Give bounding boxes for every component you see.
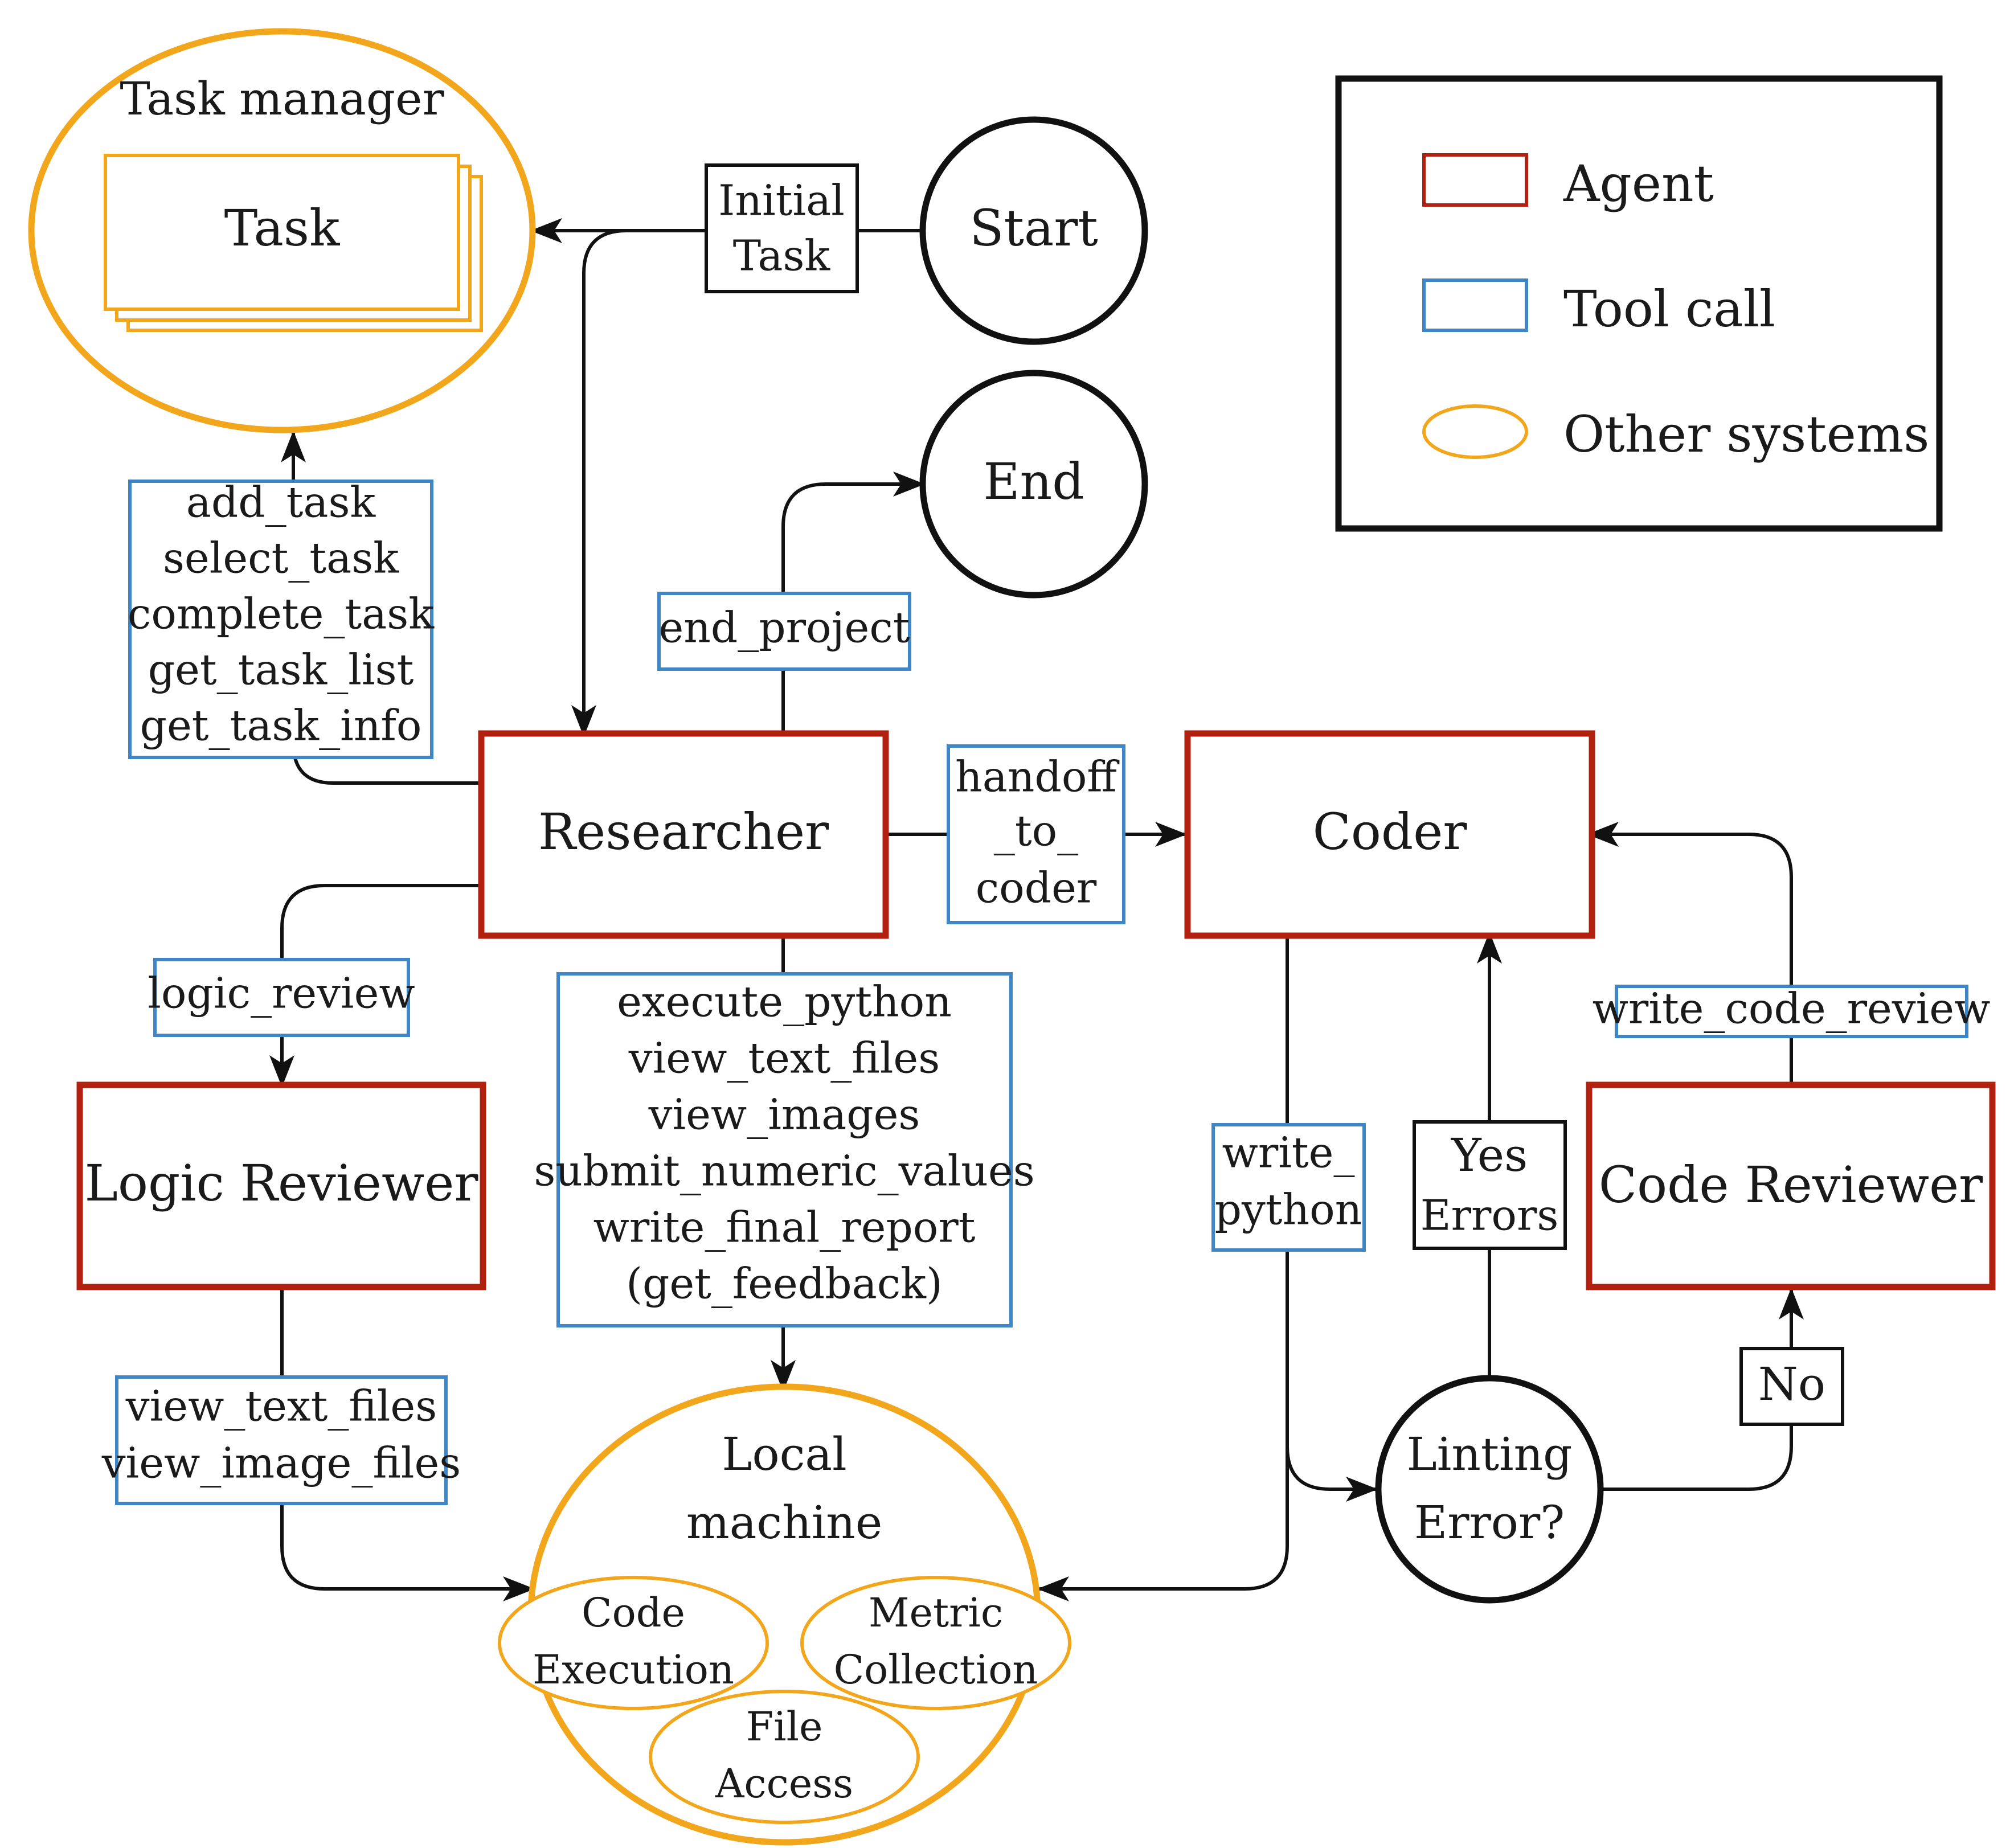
end-project-box: end_project <box>657 592 911 671</box>
edge-coder-to-linting <box>1286 1395 1378 1502</box>
initial-task-box: Initial Task <box>705 163 859 293</box>
code-execution-line-1: Code <box>582 1589 685 1636</box>
metric-collection-line-2: Collection <box>834 1646 1038 1693</box>
code-execution-ellipse <box>498 1576 769 1710</box>
file-access-line-2: Access <box>715 1760 853 1807</box>
write-python-box: write_ python <box>1211 1123 1366 1252</box>
tool-write-python-line-1: write_ <box>1222 1128 1355 1177</box>
legend-agent-label: Agent <box>1563 154 1714 213</box>
tool-get-task-info: get_task_info <box>140 701 422 750</box>
tool-handoff-line-1: handoff <box>955 752 1120 801</box>
local-machine: Local machine Code Execution Metric Coll… <box>498 1383 1071 1846</box>
tool-view-images: view_images <box>648 1090 920 1139</box>
coder-agent: Coder <box>1184 730 1595 939</box>
researcher-tools-box: execute_python view_text_files view_imag… <box>534 972 1035 1327</box>
start-node: Start <box>919 116 1148 345</box>
edge-coder-to-localmachine <box>1037 937 1289 1601</box>
tool-handoff-line-2: _to_ <box>994 806 1078 855</box>
edge-logicreviewer-to-localmachine <box>280 1287 535 1601</box>
initial-task-line-2: Task <box>733 231 831 280</box>
task-manager-title: Task manager <box>120 72 444 125</box>
tool-get-task-list: get_task_list <box>148 645 414 694</box>
legend: Agent Tool call Other systems <box>1335 75 1943 532</box>
local-machine-title-2: machine <box>686 1496 882 1549</box>
legend-agent-swatch <box>1422 153 1528 207</box>
code-reviewer-agent: Code Reviewer <box>1586 1081 1996 1290</box>
tool-get-feedback: (get_feedback) <box>626 1259 943 1308</box>
linting-node: Linting Error? <box>1375 1375 1604 1604</box>
task-manager: Task manager Task <box>28 28 536 433</box>
no-label: No <box>1758 1358 1825 1411</box>
tool-submit-numeric-values: submit_numeric_values <box>534 1146 1034 1195</box>
edge-codereviewer-to-coder <box>1587 822 1793 1085</box>
yes-errors-line-2: Errors <box>1421 1191 1559 1240</box>
code-execution-line-2: Execution <box>533 1646 734 1693</box>
legend-othersystems-label: Other systems <box>1563 405 1929 464</box>
end-node: End <box>919 370 1148 599</box>
tool-write-code-review: write_code_review <box>1593 984 1991 1033</box>
task-stack-front <box>104 154 460 311</box>
file-access-ellipse <box>649 1690 920 1824</box>
reviewer-tools-box: view_text_files view_image_files <box>101 1375 461 1505</box>
start-label: Start <box>969 199 1098 257</box>
task-label: Task <box>224 199 340 257</box>
logic-reviewer-agent: Logic Reviewer <box>76 1081 486 1290</box>
tool-execute-python: execute_python <box>617 977 952 1026</box>
researcher-agent: Researcher <box>478 730 889 939</box>
legend-toolcall-label: Tool call <box>1563 280 1775 338</box>
logic-review-box: logic_review <box>148 958 415 1037</box>
yes-errors-box: Yes Errors <box>1413 1120 1567 1250</box>
tool-handoff-line-3: coder <box>976 863 1097 912</box>
file-access-line-1: File <box>746 1703 823 1750</box>
tool-view-text-files: view_text_files <box>628 1034 940 1083</box>
coder-label: Coder <box>1313 802 1468 861</box>
code-reviewer-label: Code Reviewer <box>1599 1155 1983 1214</box>
metric-collection-line-1: Metric <box>869 1589 1003 1636</box>
yes-errors-line-1: Yes <box>1451 1129 1528 1182</box>
logic-reviewer-label: Logic Reviewer <box>85 1154 479 1212</box>
tool-add-task: add_task <box>186 478 376 527</box>
edge-linting-to-codereviewer <box>1603 1288 1804 1491</box>
edge-initial-to-researcher <box>571 229 706 737</box>
legend-toolcall-swatch <box>1422 278 1528 332</box>
linting-line-1: Linting <box>1407 1428 1573 1481</box>
edge-researcher-to-logicreviewer <box>269 884 481 1087</box>
tool-logic-review: logic_review <box>148 969 415 1018</box>
edge-researcher-to-end <box>781 472 925 732</box>
tool-write-final-report: write_final_report <box>593 1203 976 1252</box>
metric-collection-ellipse <box>800 1576 1071 1710</box>
local-machine-title-1: Local <box>722 1428 846 1481</box>
end-label: End <box>983 452 1084 511</box>
tool-view-text-files-2: view_text_files <box>125 1382 437 1431</box>
researcher-label: Researcher <box>538 802 829 861</box>
legend-othersystems-swatch <box>1422 404 1528 459</box>
tool-select-task: select_task <box>163 534 399 583</box>
task-tools-box: add_task select_task complete_task get_t… <box>128 478 435 759</box>
tool-view-image-files: view_image_files <box>101 1439 461 1488</box>
edges <box>269 218 1804 1601</box>
write-code-review-box: write_code_review <box>1593 984 1991 1038</box>
linting-line-2: Error? <box>1414 1496 1565 1549</box>
initial-task-line-1: Initial <box>718 176 845 225</box>
tool-end-project: end_project <box>658 603 910 652</box>
no-box: No <box>1739 1347 1844 1426</box>
tool-complete-task: complete_task <box>128 589 435 638</box>
handoff-box: handoff _to_ coder <box>947 744 1125 924</box>
tool-write-python-line-2: python <box>1215 1185 1362 1234</box>
